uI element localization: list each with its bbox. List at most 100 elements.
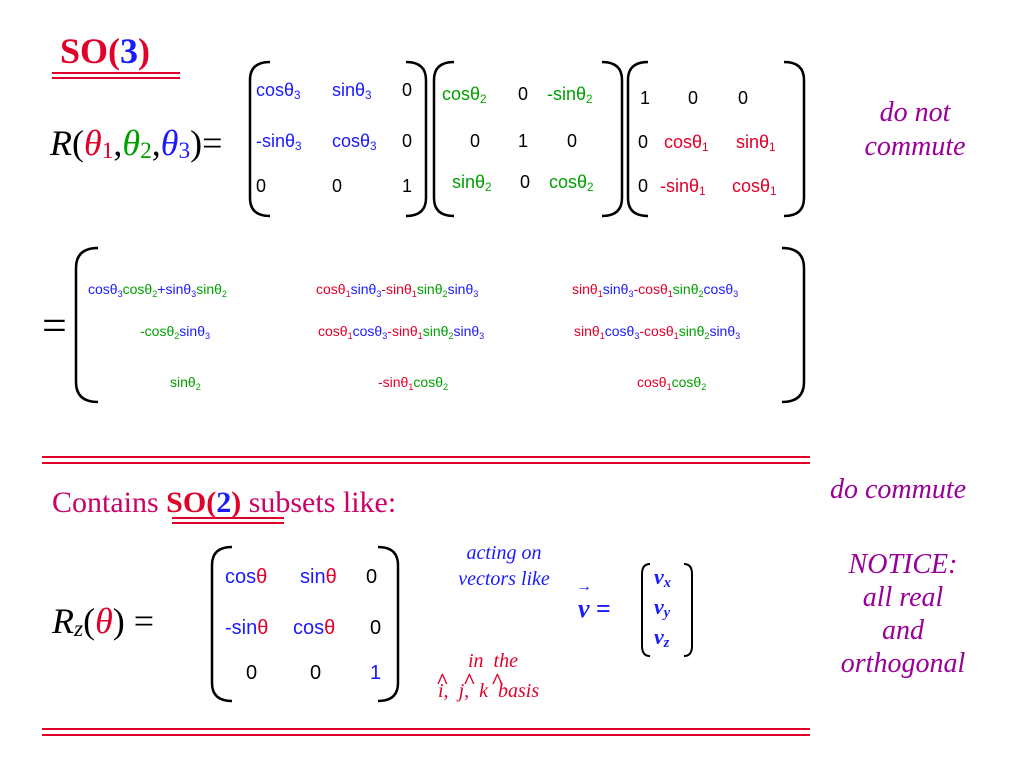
note-do-not-commute: do not commute (850, 96, 980, 163)
basis-j: j, (458, 680, 470, 702)
title-number: 3 (120, 31, 139, 71)
mz-cell-r3c3: 1 (370, 662, 382, 684)
m3-cell-r2c3: 0 (402, 131, 413, 151)
m1-cell-r2c3: sinθ1 (736, 132, 776, 154)
product-r3c1: sinθ2 (170, 374, 201, 392)
vector-arrow: → (576, 578, 592, 595)
rz-open: ( (83, 601, 96, 641)
m1-cell-r3c3: cosθ1 (732, 176, 777, 198)
product-r2c3: sinθ1cosθ3-cosθ1sinθ2sinθ3 (574, 323, 741, 341)
m2-cell-r2c3: 0 (567, 131, 578, 151)
theta1-sub: 1 (101, 138, 114, 164)
m1-cell-r2c1: 0 (638, 132, 649, 152)
note-vectors-like: vectors like (458, 568, 550, 590)
mz-cell-r1c3: 0 (366, 566, 378, 588)
separator-1b (42, 462, 810, 464)
basis-i: i, (438, 680, 449, 702)
rotation-function: R(θ1,θ2,θ3)= (50, 122, 222, 165)
separator-2b (42, 734, 810, 736)
mz-cell-r3c1: 0 (246, 662, 258, 684)
matrix2-brackets (432, 60, 624, 218)
m3-cell-r3c1: 0 (256, 176, 267, 196)
product-r3c3: cosθ1cosθ2 (637, 374, 707, 392)
so2-underline-2 (172, 522, 284, 524)
vector-brackets (641, 563, 693, 657)
vector-label: v→ = (576, 578, 611, 624)
note-basis-line: i, j, k basis (438, 680, 539, 703)
r-symbol: R (50, 123, 72, 163)
m1-cell-r2c2: cosθ1 (664, 132, 709, 154)
note-in-the: in the (468, 650, 518, 672)
theta2-sub: 2 (140, 138, 152, 164)
notice-all-real: all real (862, 582, 944, 614)
rz-theta: θ (95, 601, 113, 641)
basis-word: basis (498, 680, 540, 702)
m1-cell-r1c2: 0 (688, 88, 699, 108)
vector-v: v→ (576, 578, 592, 623)
m2-cell-r2c2: 1 (518, 131, 529, 151)
rz-brackets (210, 545, 400, 703)
m3-cell-r1c2: sinθ3 (332, 80, 372, 102)
note-acting-on: acting on (466, 542, 542, 564)
vector-eq: = (589, 594, 611, 623)
note-do-commute: do commute (830, 474, 967, 505)
m3-cell-r2c2: cosθ3 (332, 131, 377, 153)
rz-z: z (74, 616, 84, 642)
comma-1: , (113, 123, 123, 163)
note-do-not: do not (879, 97, 951, 128)
m3-cell-r1c3: 0 (402, 80, 413, 100)
m1-cell-r1c3: 0 (738, 88, 749, 108)
m1-cell-r3c1: 0 (638, 176, 649, 196)
hat-i: ^ (436, 668, 449, 693)
mz-cell-r1c1: cosθ (225, 566, 268, 588)
rz-close: ) = (112, 601, 155, 641)
theta1: θ (84, 123, 102, 163)
vector-x: vx (654, 564, 671, 591)
vector-z: vz (654, 624, 670, 651)
notice-and: and (882, 615, 924, 647)
contains-close: ) (231, 486, 242, 519)
theta3: θ (160, 123, 179, 163)
separator-1a (42, 456, 810, 458)
m2-cell-r3c3: cosθ2 (549, 172, 594, 194)
separator-2a (42, 728, 810, 730)
mz-cell-r3c2: 0 (310, 662, 322, 684)
contains-pre: Contains (52, 486, 167, 519)
m2-cell-r1c1: cosθ2 (442, 84, 487, 106)
hat-k: ^ (491, 668, 504, 693)
r-open: ( (72, 123, 84, 163)
rz-r: R (52, 601, 74, 641)
mz-cell-r2c2: cosθ (293, 617, 336, 639)
m3-cell-r2c1: -sinθ3 (256, 131, 302, 153)
mz-cell-r2c1: -sinθ (225, 617, 269, 639)
matrix1-brackets (626, 60, 806, 218)
vector-y: vy (654, 594, 671, 621)
m1-cell-r1c1: 1 (640, 88, 651, 108)
theta2: θ (122, 123, 141, 163)
contains-post: subsets like: (241, 486, 397, 519)
so2-underline-1 (172, 517, 284, 519)
theta3-sub: 3 (178, 138, 191, 164)
contains-line: Contains SO(2) subsets like: (52, 486, 396, 520)
m3-cell-r3c2: 0 (332, 176, 343, 196)
m2-cell-r3c2: 0 (520, 172, 531, 192)
product-r1c3: sinθ1sinθ3-cosθ1sinθ2cosθ3 (572, 281, 739, 299)
m2-cell-r1c3: -sinθ2 (547, 84, 593, 106)
rz-function: Rz(θ) = (52, 600, 154, 643)
m3-cell-r3c3: 1 (402, 176, 413, 196)
m2-cell-r1c2: 0 (518, 84, 529, 104)
title-underline-2 (52, 77, 180, 79)
mz-cell-r2c3: 0 (370, 617, 382, 639)
product-r2c1: -cosθ2sinθ3 (140, 323, 211, 341)
contains-so: SO( (166, 486, 217, 519)
product-equals: = (42, 301, 67, 350)
title-underline-1 (52, 72, 180, 74)
note-commute: commute (864, 130, 966, 162)
r-close-eq: )= (190, 123, 223, 163)
m1-cell-r3c2: -sinθ1 (660, 176, 706, 198)
contains-two: 2 (216, 486, 232, 519)
product-r1c1: cosθ3cosθ2+sinθ3sinθ2 (88, 281, 227, 299)
title-suffix: ) (138, 31, 151, 71)
mz-cell-r1c2: sinθ (300, 566, 337, 588)
note-notice: NOTICE: all real and orthogonal (820, 548, 986, 680)
